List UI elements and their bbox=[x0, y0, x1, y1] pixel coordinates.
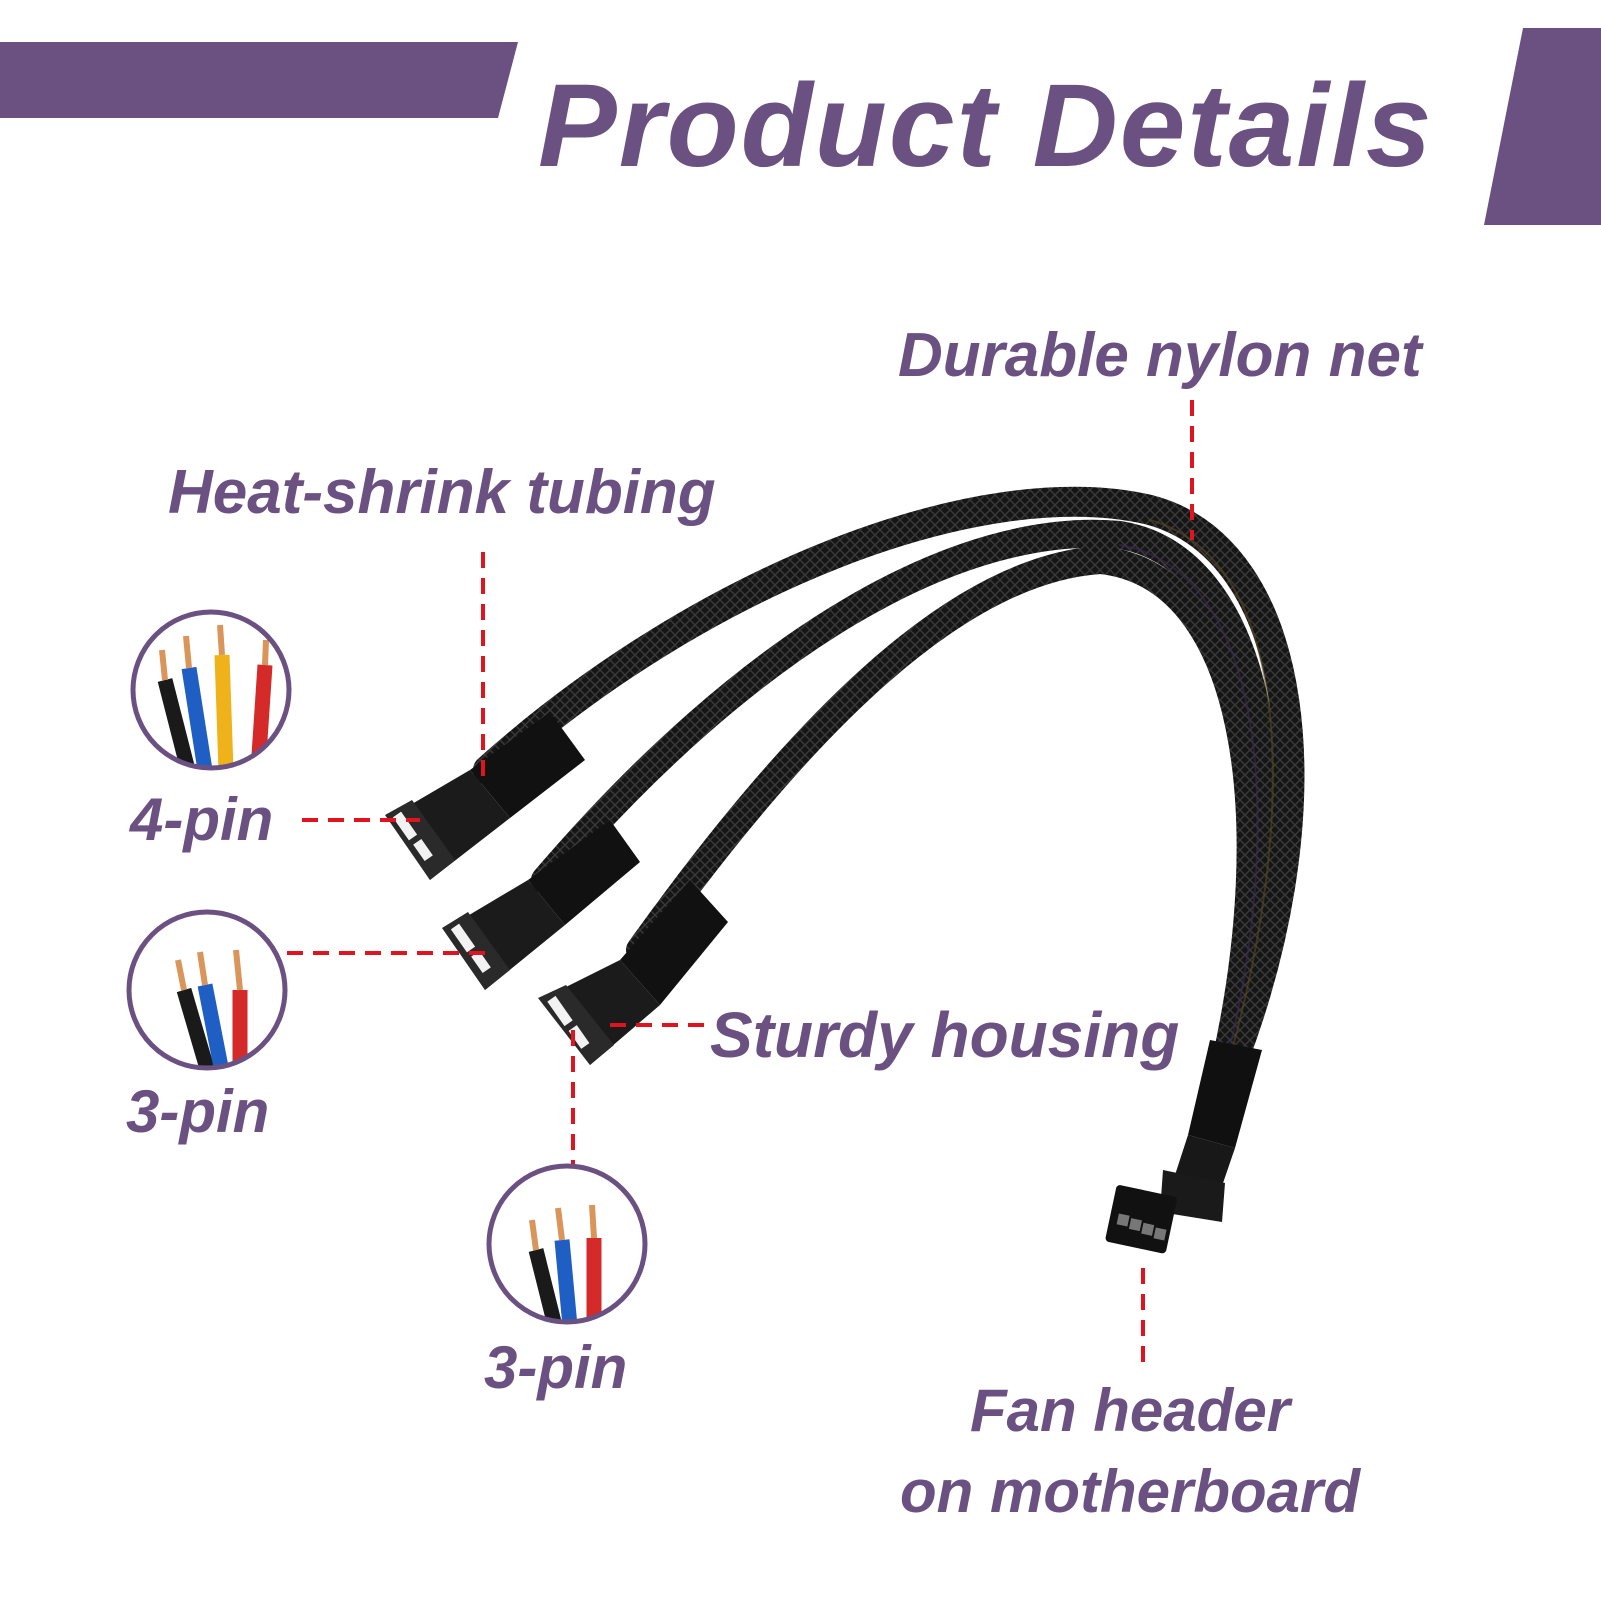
wire-detail-4pin bbox=[130, 609, 292, 771]
label-3pin-a: 3-pin bbox=[126, 1078, 270, 1145]
wire-circle-4pin bbox=[130, 609, 292, 771]
sleeve-3pin-a bbox=[531, 519, 1280, 1074]
label-fan-header: Fan header on motherboard bbox=[900, 1370, 1360, 1532]
fan-header-connector bbox=[1105, 1170, 1225, 1254]
label-4pin: 4-pin bbox=[130, 786, 274, 853]
label-nylon-net: Durable nylon net bbox=[898, 321, 1422, 390]
label-3pin-b: 3-pin bbox=[484, 1334, 628, 1401]
header-bar-left bbox=[0, 42, 518, 118]
label-sturdy-housing: Sturdy housing bbox=[710, 999, 1180, 1071]
label-fan-header-line1: Fan header bbox=[969, 1377, 1291, 1444]
main-lead bbox=[1175, 1040, 1262, 1186]
wire-detail-3pin-a bbox=[126, 909, 288, 1071]
label-heat-shrink: Heat-shrink tubing bbox=[168, 458, 716, 527]
wire-detail-3pin-b bbox=[486, 1163, 648, 1325]
sleeve-3pin-b bbox=[626, 545, 1265, 1079]
connector-3pin-b bbox=[538, 880, 728, 1065]
connector-4pin bbox=[385, 712, 585, 880]
wire-circle-3pin-a bbox=[126, 909, 288, 1071]
page-title: Product Details bbox=[538, 60, 1434, 192]
leader-lines bbox=[287, 400, 1194, 1362]
sleeve-4pin bbox=[473, 486, 1305, 1070]
braided-sleeves bbox=[473, 486, 1305, 1079]
header-bar-right bbox=[1484, 28, 1601, 225]
label-fan-header-line2: on motherboard bbox=[900, 1458, 1360, 1525]
wire-circle-3pin-b bbox=[486, 1163, 648, 1325]
